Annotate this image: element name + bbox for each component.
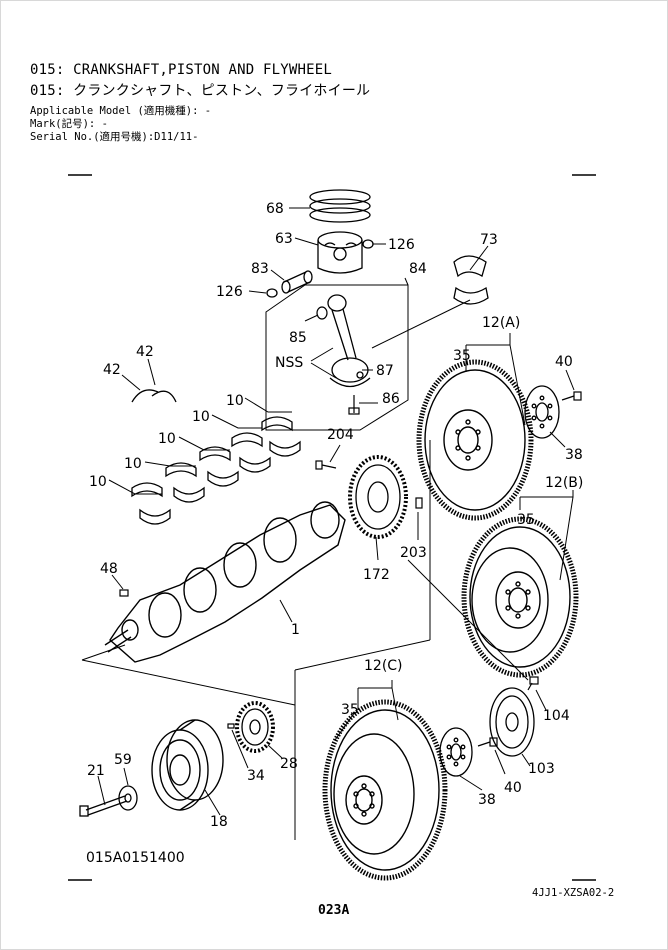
applicable-model-line: Applicable Model (適用機種): -	[30, 105, 212, 117]
callout-59: 59	[114, 752, 132, 768]
callout-21: 21	[87, 763, 105, 779]
title-japanese: 015: クランクシャフト、ピストン、フライホイール	[30, 83, 371, 99]
callout-126-lower: 126	[216, 284, 243, 300]
bearing-leaders	[108, 397, 292, 495]
title-english: 015: CRANKSHAFT,PISTON AND FLYWHEEL	[30, 62, 333, 78]
callout-1: 1	[291, 622, 300, 638]
flywheel-a	[416, 359, 534, 521]
conrod-bushing	[316, 306, 328, 320]
gear-dowel	[415, 497, 423, 509]
callout-35-a: 35	[453, 348, 471, 364]
callout-12b: 12(B)	[545, 475, 583, 491]
gear-key	[227, 723, 235, 729]
thrust-washers	[131, 389, 177, 403]
callout-85: 85	[289, 330, 307, 346]
conrod-bearing	[453, 255, 489, 305]
callout-35-b: 35	[517, 512, 535, 528]
main-bearings	[131, 416, 301, 525]
crankshaft-pulley	[151, 719, 224, 811]
gear-bolt	[315, 460, 337, 470]
callout-86: 86	[382, 391, 400, 407]
callout-18: 18	[210, 814, 228, 830]
connecting-rod	[327, 294, 371, 388]
callout-35-c: 35	[341, 702, 359, 718]
callout-34: 34	[247, 768, 265, 784]
mark-line: Mark(記号): -	[30, 118, 108, 130]
conrod-bolt	[348, 395, 360, 415]
piston-rings	[309, 189, 371, 223]
drawing-number: 015A0151400	[86, 850, 185, 866]
flywheel-c	[322, 699, 448, 881]
flywheel-c-hub-bolt	[527, 676, 539, 691]
callout-40-a: 40	[555, 354, 573, 370]
pulley-washer	[118, 785, 138, 811]
callout-10-e: 10	[89, 474, 107, 490]
callout-48: 48	[100, 561, 118, 577]
callout-63: 63	[275, 231, 293, 247]
callout-labels: 68 63 126 83 126 84 73 85 NSS 87 86 12(A…	[87, 201, 583, 830]
callout-73: 73	[480, 232, 498, 248]
callout-10-d: 10	[124, 456, 142, 472]
crop-marks	[68, 174, 596, 881]
piston-pin	[281, 270, 313, 294]
flywheel-c-bolt	[477, 737, 498, 747]
conrod-assembly-box	[265, 284, 409, 431]
flywheel-a-plate	[524, 385, 560, 439]
callout-84: 84	[409, 261, 427, 277]
pulley-bolt	[79, 795, 128, 817]
callout-103: 103	[528, 761, 555, 777]
callout-203: 203	[400, 545, 427, 561]
crankshaft-gear	[348, 455, 408, 539]
crankshaft	[104, 501, 346, 663]
flywheel-c-plate	[439, 727, 473, 777]
callout-12a: 12(A)	[482, 315, 520, 331]
crankshaft-key	[119, 589, 129, 597]
callout-42-right: 42	[136, 344, 154, 360]
callout-126-upper: 126	[388, 237, 415, 253]
snap-ring-upper	[362, 239, 374, 249]
flywheel-b	[461, 516, 579, 678]
callout-28: 28	[280, 756, 298, 772]
callout-10-c: 10	[158, 431, 176, 447]
callout-10-a: 10	[226, 393, 244, 409]
piston	[317, 231, 363, 274]
callout-38-b: 38	[478, 792, 496, 808]
timing-gear	[235, 701, 275, 753]
callout-104: 104	[543, 708, 570, 724]
callout-83: 83	[251, 261, 269, 277]
reference-code: 4JJ1-XZSA02-2	[532, 887, 615, 899]
callout-38-a: 38	[565, 447, 583, 463]
callout-204: 204	[327, 427, 354, 443]
assembly-leaders	[81, 440, 529, 840]
callout-42-left: 42	[103, 362, 121, 378]
snap-ring-lower	[266, 288, 278, 298]
flywheel-a-bolt	[561, 391, 582, 401]
callout-87: 87	[376, 363, 394, 379]
callout-10-b: 10	[192, 409, 210, 425]
callout-12c: 12(C)	[364, 658, 403, 674]
callout-40-b: 40	[504, 780, 522, 796]
flywheel-c-hub	[489, 687, 535, 757]
page-label: 023A	[318, 903, 350, 918]
serial-number-line: Serial No.(適用号機):D11/11-	[30, 131, 199, 143]
callout-nss: NSS	[275, 355, 303, 371]
callout-172: 172	[363, 567, 390, 583]
callout-68: 68	[266, 201, 284, 217]
